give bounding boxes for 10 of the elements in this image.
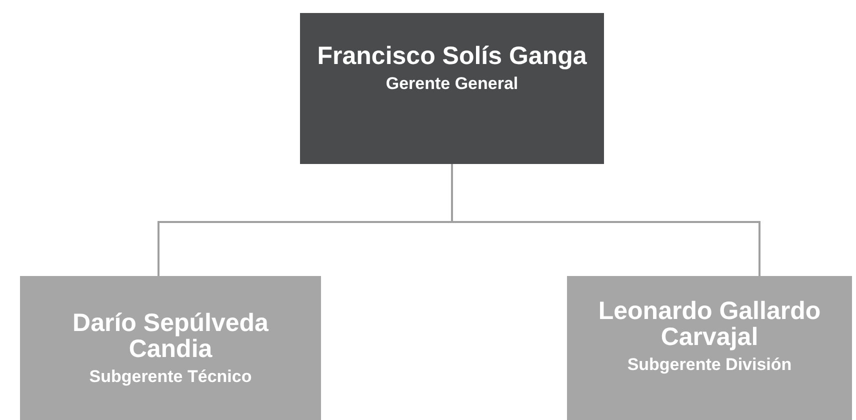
job-title: Subgerente División <box>626 354 793 376</box>
person-box <box>300 13 604 164</box>
person-box <box>567 276 852 420</box>
person-box <box>20 276 321 420</box>
job-title: Gerente General <box>384 73 520 95</box>
job-title: Subgerente Técnico <box>88 366 253 388</box>
connector-line <box>451 164 760 276</box>
person-name: Francisco Solís Ganga <box>316 43 588 69</box>
person-name: Darío Sepúlveda Candia <box>72 310 270 362</box>
person-name: Leonardo Gallardo Carvajal <box>597 298 822 350</box>
